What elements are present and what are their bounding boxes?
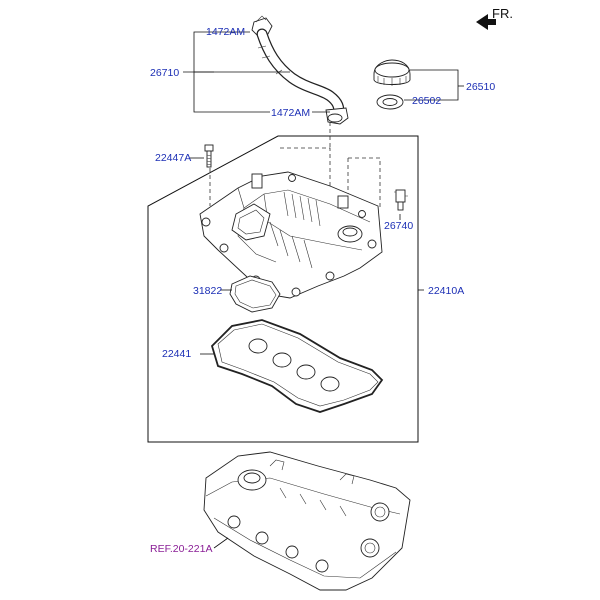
label-hose: 26710: [150, 67, 179, 79]
label-plug-seal: 31822: [193, 285, 222, 297]
front-direction-indicator: FR.: [476, 6, 513, 30]
valve-cover: [199, 171, 383, 299]
label-reference: REF.20-221A: [150, 543, 212, 555]
front-label: FR.: [492, 6, 513, 21]
label-cover-assembly: 22410A: [428, 285, 464, 297]
cap-leader: [404, 69, 459, 101]
label-clip-top: 1472AM: [206, 26, 245, 38]
pcv-valve: [394, 189, 408, 211]
front-arrow-icon: [476, 14, 496, 30]
label-bolt: 22447A: [155, 152, 191, 164]
cover-bolt: [204, 144, 214, 168]
label-cap-gasket: 26502: [412, 95, 441, 107]
reference-leader: [213, 537, 229, 549]
label-cover-gasket: 22441: [162, 348, 191, 360]
cover-assembly-frame: [147, 135, 419, 443]
label-pcv-valve: 26740: [384, 220, 413, 232]
cover-gasket: [210, 319, 384, 413]
label-cap: 26510: [466, 81, 495, 93]
label-clip-bottom: 1472AM: [271, 107, 310, 119]
breather-hose: [256, 28, 345, 120]
spark-plug-seal: [229, 275, 281, 313]
hose-group-bracket: [183, 31, 330, 113]
filler-cap-gasket: [376, 94, 404, 110]
breather-hose-group: [251, 15, 349, 125]
oil-filler-cap: [373, 59, 411, 86]
hose-clip-top: [251, 17, 273, 37]
cylinder-head: [203, 451, 411, 591]
